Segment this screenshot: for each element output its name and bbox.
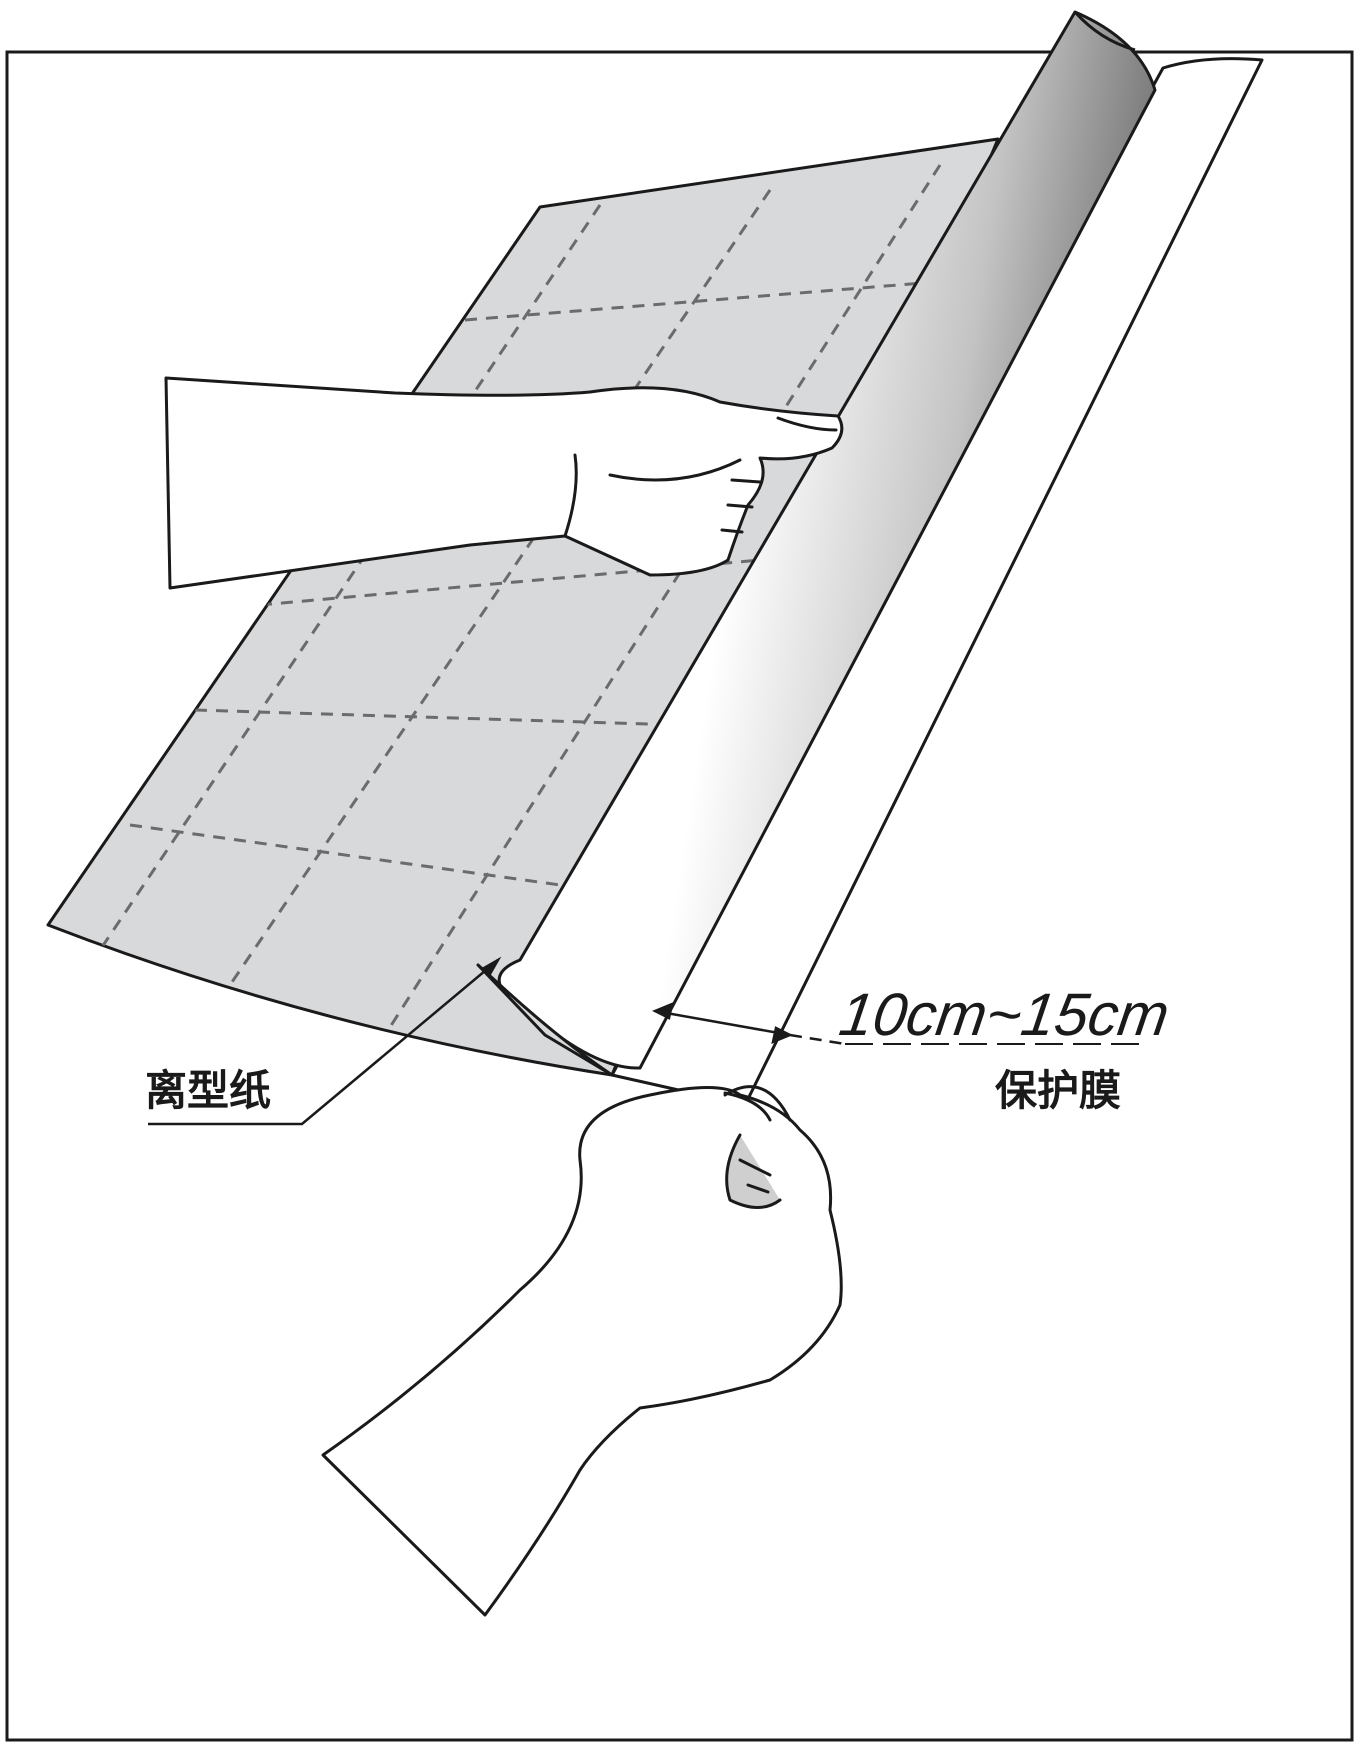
dimension-label: 10cm~15cm <box>835 980 1173 1048</box>
protective-film-label: 保护膜 <box>995 1066 1121 1115</box>
release-paper-leader <box>148 956 502 1126</box>
release-paper-sheet <box>46 137 1000 1077</box>
release-paper-grid <box>98 164 961 1036</box>
lower-hand-illustration <box>321 1085 843 1617</box>
dimension-indicator <box>651 1001 1145 1046</box>
peeled-film-roll <box>476 10 1157 1077</box>
release-paper-label: 离型纸 <box>145 1066 271 1115</box>
protective-film <box>610 57 1264 1107</box>
diagram-frame <box>5 50 1354 1742</box>
upper-hand-illustration <box>164 376 844 590</box>
